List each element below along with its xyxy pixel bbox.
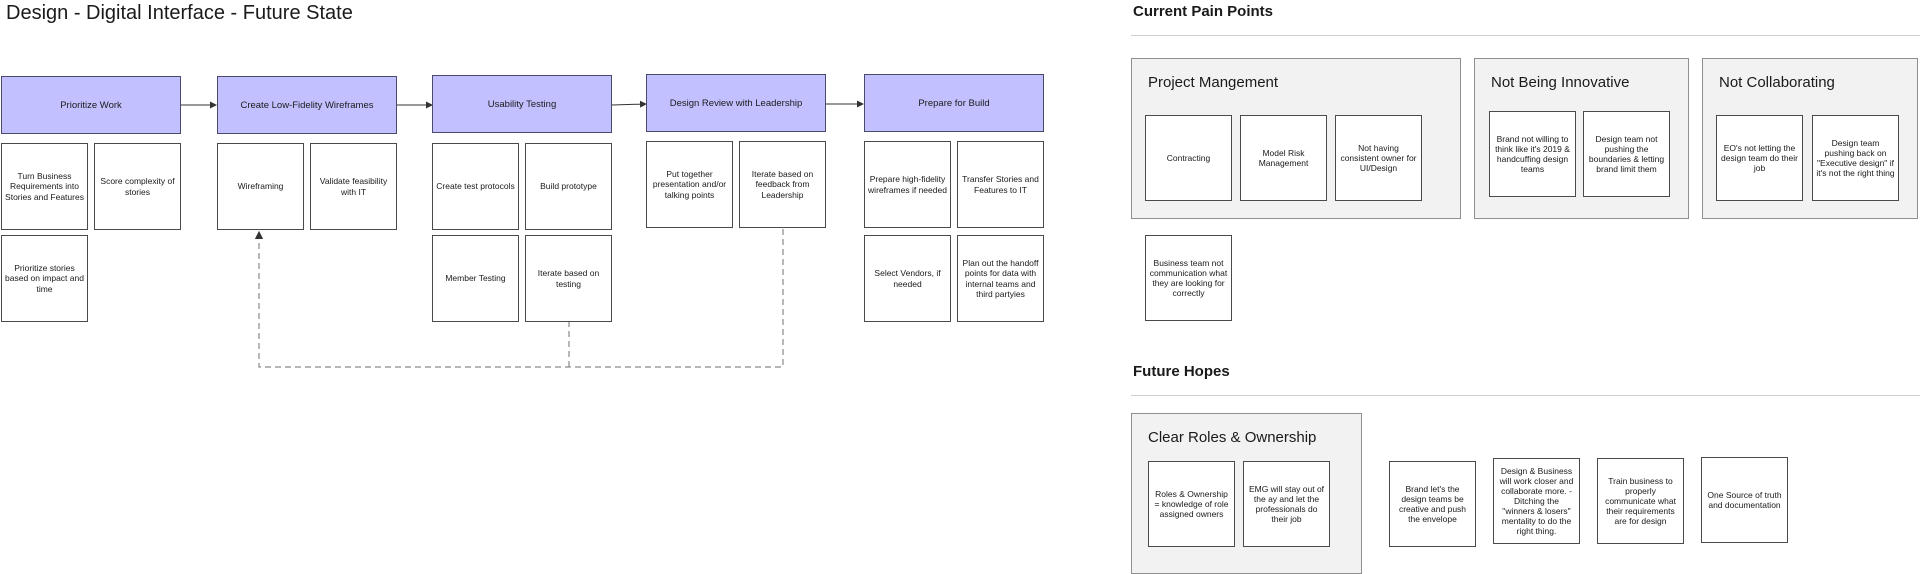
future-hope-note[interactable]: Roles & Ownership = knowledge of role as… bbox=[1148, 461, 1235, 547]
task-note[interactable]: Transfer Stories and Features to IT bbox=[957, 141, 1044, 228]
future-hope-note[interactable]: EMG will stay out of the ay and let the … bbox=[1243, 461, 1330, 547]
task-note[interactable]: Wireframing bbox=[217, 143, 304, 230]
section-divider bbox=[1131, 35, 1920, 36]
task-note[interactable]: Build prototype bbox=[525, 143, 612, 230]
task-note[interactable]: Put together presentation and/or talking… bbox=[646, 141, 733, 228]
group-title: Clear Roles & Ownership bbox=[1148, 429, 1317, 446]
pain-point-note[interactable]: Model Risk Management bbox=[1240, 115, 1327, 201]
task-note[interactable]: Iterate based on feedback from Leadershi… bbox=[739, 141, 826, 228]
pain-point-note[interactable]: Contracting bbox=[1145, 115, 1232, 201]
pain-point-note[interactable]: EO's not letting the design team do thei… bbox=[1716, 115, 1803, 201]
stage-label: Design Review with Leadership bbox=[669, 97, 803, 109]
group-title: Not Being Innovative bbox=[1491, 74, 1630, 91]
group-title: Not Collaborating bbox=[1719, 74, 1835, 91]
task-note[interactable]: Plan out the handoff points for data wit… bbox=[957, 235, 1044, 322]
pain-point-note[interactable]: Not having consistent owner for UI/Desig… bbox=[1335, 115, 1422, 201]
future-hope-note[interactable]: Brand let's the design teams be creative… bbox=[1389, 461, 1476, 547]
page-title: Design - Digital Interface - Future Stat… bbox=[6, 2, 353, 24]
stage-label: Usability Testing bbox=[487, 98, 557, 110]
future-hope-note[interactable]: Train business to properly communicate w… bbox=[1597, 458, 1684, 544]
task-note[interactable]: Prioritize stories based on impact and t… bbox=[1, 235, 88, 322]
stage-prepare-for-build[interactable]: Prepare for Build bbox=[864, 74, 1044, 132]
future-hope-note[interactable]: Design & Business will work closer and c… bbox=[1493, 458, 1580, 544]
task-note[interactable]: Select Vendors, if needed bbox=[864, 235, 951, 322]
task-note[interactable]: Prepare high-fidelity wireframes if need… bbox=[864, 141, 951, 228]
task-note[interactable]: Turn Business Requirements into Stories … bbox=[1, 143, 88, 230]
pain-point-note[interactable]: Business team not communication what the… bbox=[1145, 235, 1232, 321]
future-hope-note[interactable]: One Source of truth and documentation bbox=[1701, 457, 1788, 543]
stage-label: Create Low-Fidelity Wireframes bbox=[240, 99, 374, 111]
arrow-connector bbox=[611, 100, 647, 108]
task-note[interactable]: Create test protocols bbox=[432, 143, 519, 230]
stage-prioritize-work[interactable]: Prioritize Work bbox=[1, 76, 181, 134]
section-divider bbox=[1131, 395, 1920, 396]
task-note[interactable]: Iterate based on testing bbox=[525, 235, 612, 322]
pain-point-note[interactable]: Design team pushing back on "Executive d… bbox=[1812, 115, 1899, 201]
pain-points-heading: Current Pain Points bbox=[1133, 3, 1274, 20]
stage-design-review[interactable]: Design Review with Leadership bbox=[646, 74, 826, 132]
feedback-loop-dashed bbox=[254, 229, 784, 368]
task-note[interactable]: Score complexity of stories bbox=[94, 143, 181, 230]
task-note[interactable]: Member Testing bbox=[432, 235, 519, 322]
stage-usability-testing[interactable]: Usability Testing bbox=[432, 75, 612, 133]
stage-label: Prepare for Build bbox=[918, 97, 990, 109]
stage-low-fidelity-wireframes[interactable]: Create Low-Fidelity Wireframes bbox=[217, 76, 397, 134]
group-title: Project Mangement bbox=[1148, 74, 1279, 91]
pain-point-note[interactable]: Brand not willing to think like it's 201… bbox=[1489, 111, 1576, 197]
stage-label: Prioritize Work bbox=[60, 99, 122, 111]
task-note[interactable]: Validate feasibility with IT bbox=[310, 143, 397, 230]
future-hopes-heading: Future Hopes bbox=[1133, 363, 1230, 380]
pain-point-note[interactable]: Design team not pushing the boundaries &… bbox=[1583, 111, 1670, 197]
